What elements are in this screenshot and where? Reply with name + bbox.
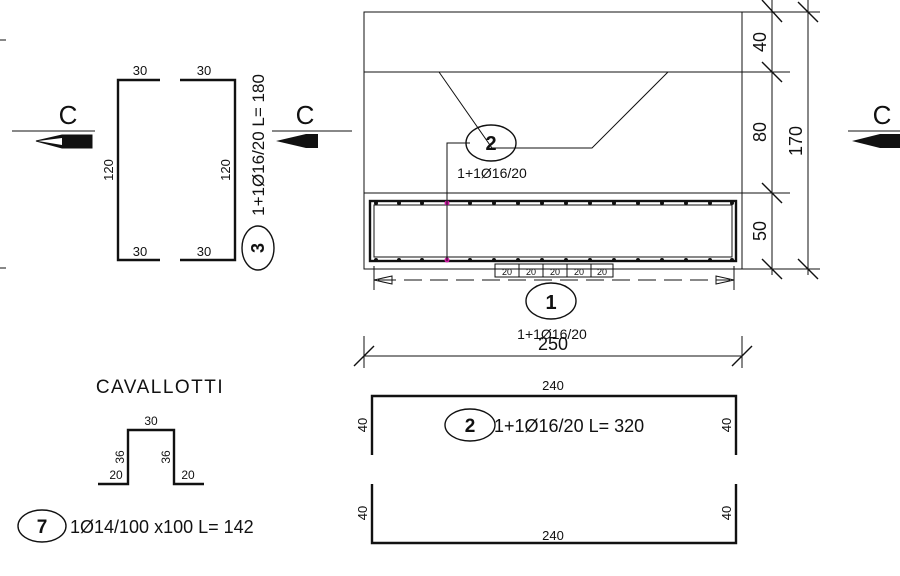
section-mark-letter: C	[59, 100, 78, 130]
cav-dim-leg-left: 36	[113, 450, 127, 464]
bar-2-detail: 240 240 40 40 40 40 2 1+1Ø16/20 L= 320	[355, 378, 738, 545]
dim-40: 40	[750, 32, 770, 52]
bar-mark-1-spec: 1+1Ø16/20	[517, 326, 587, 342]
bar-2-detail-spec: 1+1Ø16/20 L= 320	[494, 416, 644, 436]
bar-2-leader	[446, 142, 470, 261]
stirrup-spec: 1+1Ø16/20 L= 180	[249, 74, 268, 216]
spacing-label: 20	[597, 267, 607, 277]
section-mark-left: C	[12, 100, 95, 149]
bar-2-leg-bl: 40	[355, 506, 370, 520]
cav-dim-leg-right: 36	[159, 450, 173, 464]
bar-2-top-length: 240	[542, 378, 564, 393]
bar-dots-bottom	[374, 257, 734, 263]
cavallotti-detail: CAVALLOTTI 30 36 36 20 20 7 1Ø14/100 x10…	[17, 377, 254, 543]
bar-mark-2	[465, 124, 517, 162]
cav-dim-foot-left: 20	[109, 468, 123, 482]
bar-2-bottom-length: 240	[542, 528, 564, 543]
section-arrow-icon	[276, 134, 318, 148]
cavallotti-shape	[98, 428, 204, 486]
section-mark-letter: C	[873, 100, 892, 130]
bar-2-bottom-shape	[370, 484, 738, 545]
bar-mark-1-label: 1	[545, 292, 556, 314]
dim-side-right: 120	[218, 159, 233, 181]
section-mark-right: C	[848, 100, 900, 148]
bar-mark-3-label: 3	[248, 243, 268, 253]
bar-mark-1	[525, 282, 577, 320]
dim-170: 170	[786, 126, 806, 156]
dim-50: 50	[750, 221, 770, 241]
cross-section: 2 1+1Ø16/20 20 20 20 20 20 1 1+1Ø16/20	[353, 0, 820, 368]
bar-mark-2-detail-label: 2	[465, 416, 476, 437]
height-dims: 40 80 50 170	[742, 0, 820, 280]
bar-mark-2-spec: 1+1Ø16/20	[457, 165, 527, 181]
bar-dots-top	[374, 200, 734, 206]
section-outline	[363, 11, 743, 270]
spacing-label: 20	[502, 267, 512, 277]
bar-mark-3	[241, 225, 275, 271]
section-arrow-icon	[852, 134, 900, 148]
dim-top-left: 30	[133, 63, 147, 78]
dim-top-right: 30	[197, 63, 211, 78]
section-arrow-icon	[35, 134, 93, 149]
section-mark-middle: C	[272, 100, 352, 148]
cav-dim-foot-right: 20	[181, 468, 195, 482]
bar-2-shape	[438, 71, 669, 149]
width-dim-value: 250	[538, 334, 568, 354]
bar-mark-7	[17, 509, 67, 543]
bar-mark-2-label: 2	[485, 133, 496, 155]
bar-2-top-shape	[370, 394, 738, 455]
spacing-boxes: 20 20 20 20 20	[494, 263, 614, 278]
bar-mark-7-label: 7	[37, 517, 48, 538]
dim-bottom-left: 30	[133, 244, 147, 259]
spacing-label: 20	[574, 267, 584, 277]
cav-dim-top: 30	[144, 414, 158, 428]
dim-80: 80	[750, 122, 770, 142]
bar-2-leg-br: 40	[719, 506, 734, 520]
bar-mark-2-detail	[444, 408, 496, 442]
dim-side-left: 120	[101, 159, 116, 181]
spacing-label: 20	[526, 267, 536, 277]
bar-2-leg-tr: 40	[719, 418, 734, 432]
cavallotti-spec: 1Ø14/100 x100 L= 142	[70, 517, 254, 537]
spacing-label: 20	[550, 267, 560, 277]
section-mark-letter: C	[296, 100, 315, 130]
reinforcement-cage	[368, 199, 738, 263]
cavallotti-title: CAVALLOTTI	[96, 377, 224, 398]
dim-bottom-right: 30	[197, 244, 211, 259]
bar-2-leg-tl: 40	[355, 418, 370, 432]
stirrup-bar-3: 30 30 30 30 120 120 1+1Ø16/20 L= 180 3	[101, 63, 275, 271]
